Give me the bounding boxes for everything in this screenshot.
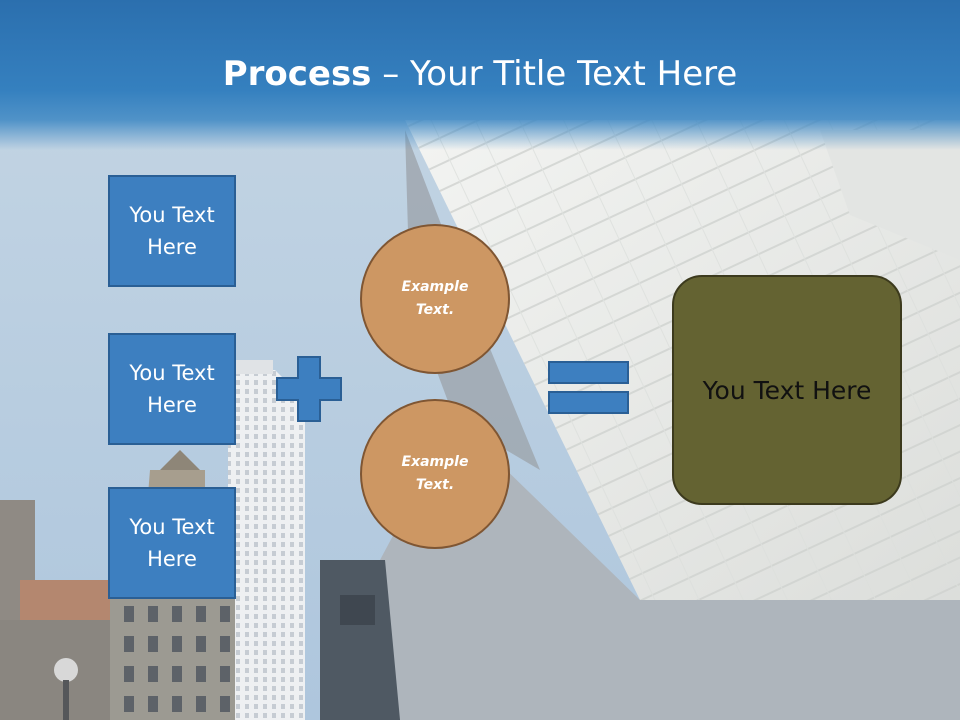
result-box-label: You Text Here [702, 375, 872, 405]
example-circle-2[interactable]: Example Text. [360, 399, 510, 549]
title-bold: Process [222, 54, 372, 94]
text-box-1-label: You Text Here [129, 203, 215, 259]
example-circle-1[interactable]: Example Text. [360, 224, 510, 374]
text-box-3-label: You Text Here [129, 515, 215, 571]
result-box[interactable]: You Text Here [672, 275, 902, 505]
plus-icon [276, 356, 342, 422]
text-box-1[interactable]: You Text Here [108, 175, 236, 287]
equals-icon [548, 361, 629, 414]
text-box-3[interactable]: You Text Here [108, 487, 236, 599]
text-box-2[interactable]: You Text Here [108, 333, 236, 445]
example-circle-2-label: Example Text. [401, 454, 469, 493]
text-box-2-label: You Text Here [129, 361, 215, 417]
title-rest: – Your Title Text Here [371, 54, 738, 94]
title-banner [0, 0, 960, 150]
example-circle-1-label: Example Text. [401, 279, 469, 318]
slide-title[interactable]: Process – Your Title Text Here [0, 52, 960, 96]
